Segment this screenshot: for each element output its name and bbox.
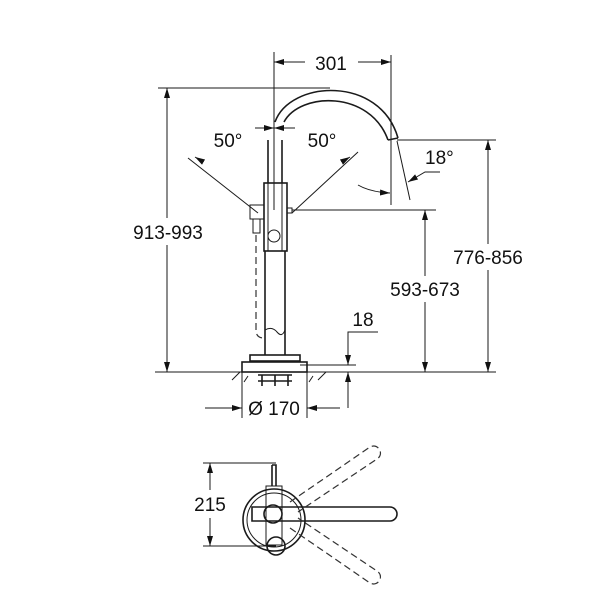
dim-angle-right: 50° bbox=[308, 131, 337, 152]
dim-spout-angle: 18° bbox=[425, 148, 454, 169]
column bbox=[264, 251, 286, 355]
dim-handle-height: 593-673 bbox=[390, 280, 460, 301]
dim-spout-height: 776-856 bbox=[453, 248, 523, 269]
dim-angle-left: 50° bbox=[214, 131, 243, 152]
handle bbox=[251, 506, 398, 522]
mixer-body bbox=[263, 182, 288, 252]
dim-spout-reach: 301 bbox=[315, 54, 347, 75]
plan-view: 215 bbox=[194, 445, 398, 585]
dim-base-thickness: 18 bbox=[352, 310, 373, 331]
base-plate bbox=[249, 354, 301, 362]
dim-plan-depth: 215 bbox=[194, 495, 226, 516]
upper-pipe bbox=[267, 140, 283, 183]
side-elevation: 301 50° 50° 18° 913-993 776-856 593-673 bbox=[133, 52, 523, 420]
dim-total-height: 913-993 bbox=[133, 223, 203, 244]
dim-base-diameter: Ø 170 bbox=[248, 399, 300, 420]
spout bbox=[274, 89, 399, 141]
